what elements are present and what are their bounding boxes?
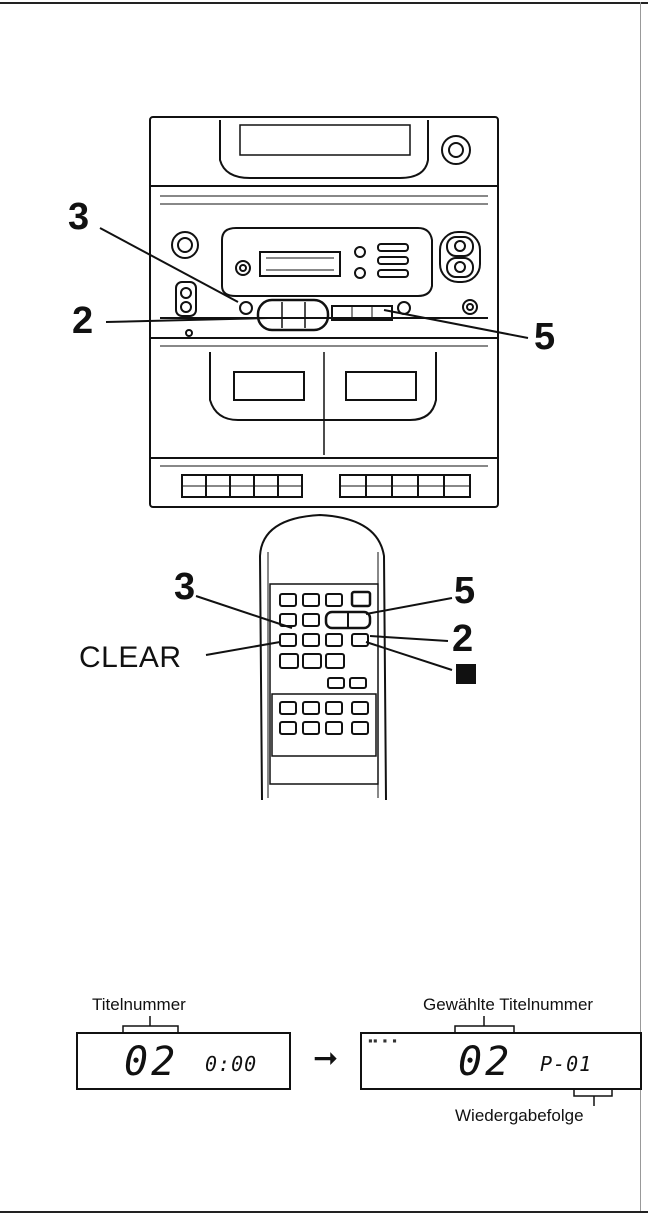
control-panel xyxy=(222,228,432,296)
caption-wiedergabefolge: Wiedergabefolge xyxy=(455,1107,584,1125)
caption-bracket-bottom xyxy=(574,1089,612,1096)
callout-remote-3: 3 xyxy=(174,568,195,606)
remote-program-button xyxy=(303,614,319,626)
remote-clear-button xyxy=(280,634,296,646)
stop-square-icon xyxy=(456,664,476,684)
cassette-window-a xyxy=(234,372,304,400)
leader-unit-3 xyxy=(100,228,238,302)
cassette-window-b xyxy=(346,372,416,400)
caption-bracket-left xyxy=(123,1026,178,1033)
caption-gewaehlte-titelnummer: Gewählte Titelnummer xyxy=(423,996,593,1014)
leader-remote-5 xyxy=(366,598,452,614)
callout-unit-3: 3 xyxy=(68,198,89,236)
open-button xyxy=(442,136,470,164)
cassette-decks xyxy=(210,352,436,420)
remote-body xyxy=(260,515,386,800)
caption-titelnummer: Titelnummer xyxy=(92,996,186,1014)
play-pause-buttons xyxy=(258,300,328,330)
display-right-indicator: ▪▪ ▪ ▪ xyxy=(368,1037,397,1045)
right-small-knob xyxy=(463,300,477,314)
callout-remote-clear: CLEAR xyxy=(79,643,182,673)
cd-lid xyxy=(220,120,428,178)
power-button xyxy=(236,261,250,275)
leader-remote-clear xyxy=(206,642,280,655)
left-knob xyxy=(172,232,198,258)
callout-unit-2: 2 xyxy=(72,302,93,340)
leader-remote-3 xyxy=(196,596,292,628)
unit-program-button xyxy=(240,302,252,314)
leader-remote-2 xyxy=(370,636,448,641)
caption-bracket-top xyxy=(455,1026,514,1033)
remote-stop-button xyxy=(352,634,368,646)
remote-play-button xyxy=(352,592,370,606)
display-left-frame xyxy=(77,1033,290,1089)
leader-remote-stop xyxy=(366,642,452,670)
remote-numpad xyxy=(272,694,376,756)
display-left-time: 0:00 xyxy=(205,1054,257,1074)
callout-remote-2: 2 xyxy=(452,620,473,658)
callout-unit-5: 5 xyxy=(534,318,555,356)
right-arrow-icon: ➞ xyxy=(313,1044,338,1074)
main-display xyxy=(260,252,340,276)
display-right-track: 02 xyxy=(458,1042,512,1082)
callout-remote-5: 5 xyxy=(454,572,475,610)
display-left-track: 02 xyxy=(124,1042,178,1082)
display-right-program: P-01 xyxy=(540,1054,592,1074)
leader-unit-5 xyxy=(384,310,528,338)
